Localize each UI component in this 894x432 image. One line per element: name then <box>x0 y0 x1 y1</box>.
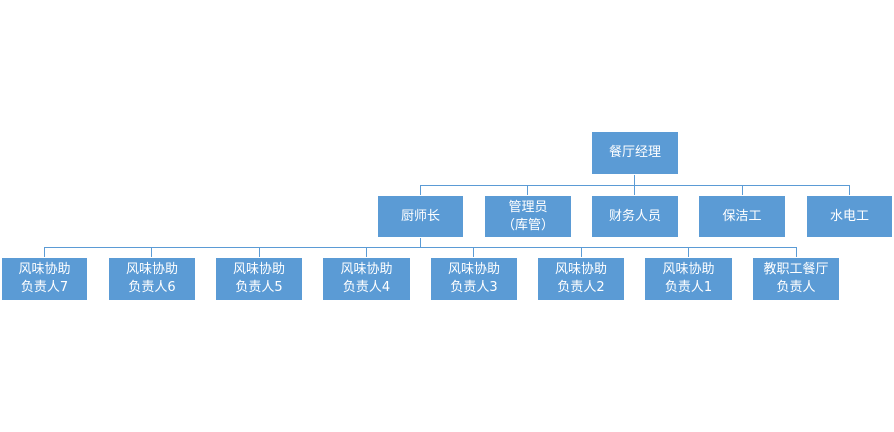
node-label: 负责人3 <box>450 280 498 295</box>
node-flavor-assistant-2: 风味协助 负责人2 <box>537 257 625 301</box>
node-staff-canteen-head: 教职工餐厅 负责人 <box>752 257 840 301</box>
node-label: 管理员 <box>508 199 548 215</box>
connector-chef-down <box>420 238 421 247</box>
node-flavor-assistant-3: 风味协助 负责人3 <box>430 257 518 301</box>
connector-level2-drop <box>581 247 582 257</box>
node-flavor-assistant-1: 风味协助 负责人1 <box>644 257 733 301</box>
node-label: 负责人5 <box>235 280 283 295</box>
connector-level2-drop <box>473 247 474 257</box>
node-flavor-assistant-6: 风味协助 负责人6 <box>108 257 196 301</box>
node-flavor-assistant-4: 风味协助 负责人4 <box>322 257 411 301</box>
connector-level1-drop <box>527 185 528 195</box>
node-electrician: 水电工 <box>806 195 893 238</box>
node-label: 风味协助 <box>232 262 285 277</box>
node-label: 教职工餐厅 <box>763 262 829 277</box>
connector-level2-drop <box>151 247 152 257</box>
node-label: 风味协助 <box>447 262 500 277</box>
node-label: 负责人 <box>776 280 816 295</box>
node-label: 风味协助 <box>18 262 71 277</box>
node-label: 负责人6 <box>128 280 176 295</box>
node-flavor-assistant-5: 风味协助 负责人5 <box>215 257 303 301</box>
node-head-chef: 厨师长 <box>377 195 464 238</box>
node-label: 财务人员 <box>608 208 661 224</box>
node-label: 负责人7 <box>20 280 69 295</box>
node-label: 餐厅经理 <box>608 145 661 160</box>
node-label: 负责人2 <box>557 280 605 295</box>
node-finance-staff: 财务人员 <box>591 195 679 238</box>
connector-level2-drop <box>796 247 797 257</box>
node-label: 风味协助 <box>554 262 607 277</box>
node-restaurant-manager: 餐厅经理 <box>591 131 679 175</box>
node-cleaner: 保洁工 <box>698 195 786 238</box>
node-label: 负责人4 <box>342 280 391 295</box>
connector-level2-drop <box>259 247 260 257</box>
connector-level2-bus <box>44 247 797 248</box>
node-label: 厨师长 <box>400 208 440 224</box>
node-label: （库管） <box>501 217 554 233</box>
node-label: 风味协助 <box>662 262 715 277</box>
connector-root-down <box>634 175 635 185</box>
connector-level2-drop <box>688 247 689 257</box>
node-label: 负责人1 <box>664 280 713 295</box>
connector-level1-drop <box>742 185 743 195</box>
node-label: 风味协助 <box>340 262 393 277</box>
node-label: 保洁工 <box>722 208 762 224</box>
node-flavor-assistant-7: 风味协助 负责人7 <box>1 257 88 301</box>
connector-level1-bus <box>420 185 850 186</box>
connector-level2-drop <box>366 247 367 257</box>
connector-level2-drop <box>44 247 45 257</box>
node-label: 水电工 <box>829 208 869 224</box>
node-label: 风味协助 <box>125 262 178 277</box>
connector-level1-drop <box>634 185 635 195</box>
connector-level1-drop <box>420 185 421 195</box>
node-storekeeper: 管理员 （库管） <box>484 195 572 238</box>
connector-level1-drop <box>849 185 850 195</box>
